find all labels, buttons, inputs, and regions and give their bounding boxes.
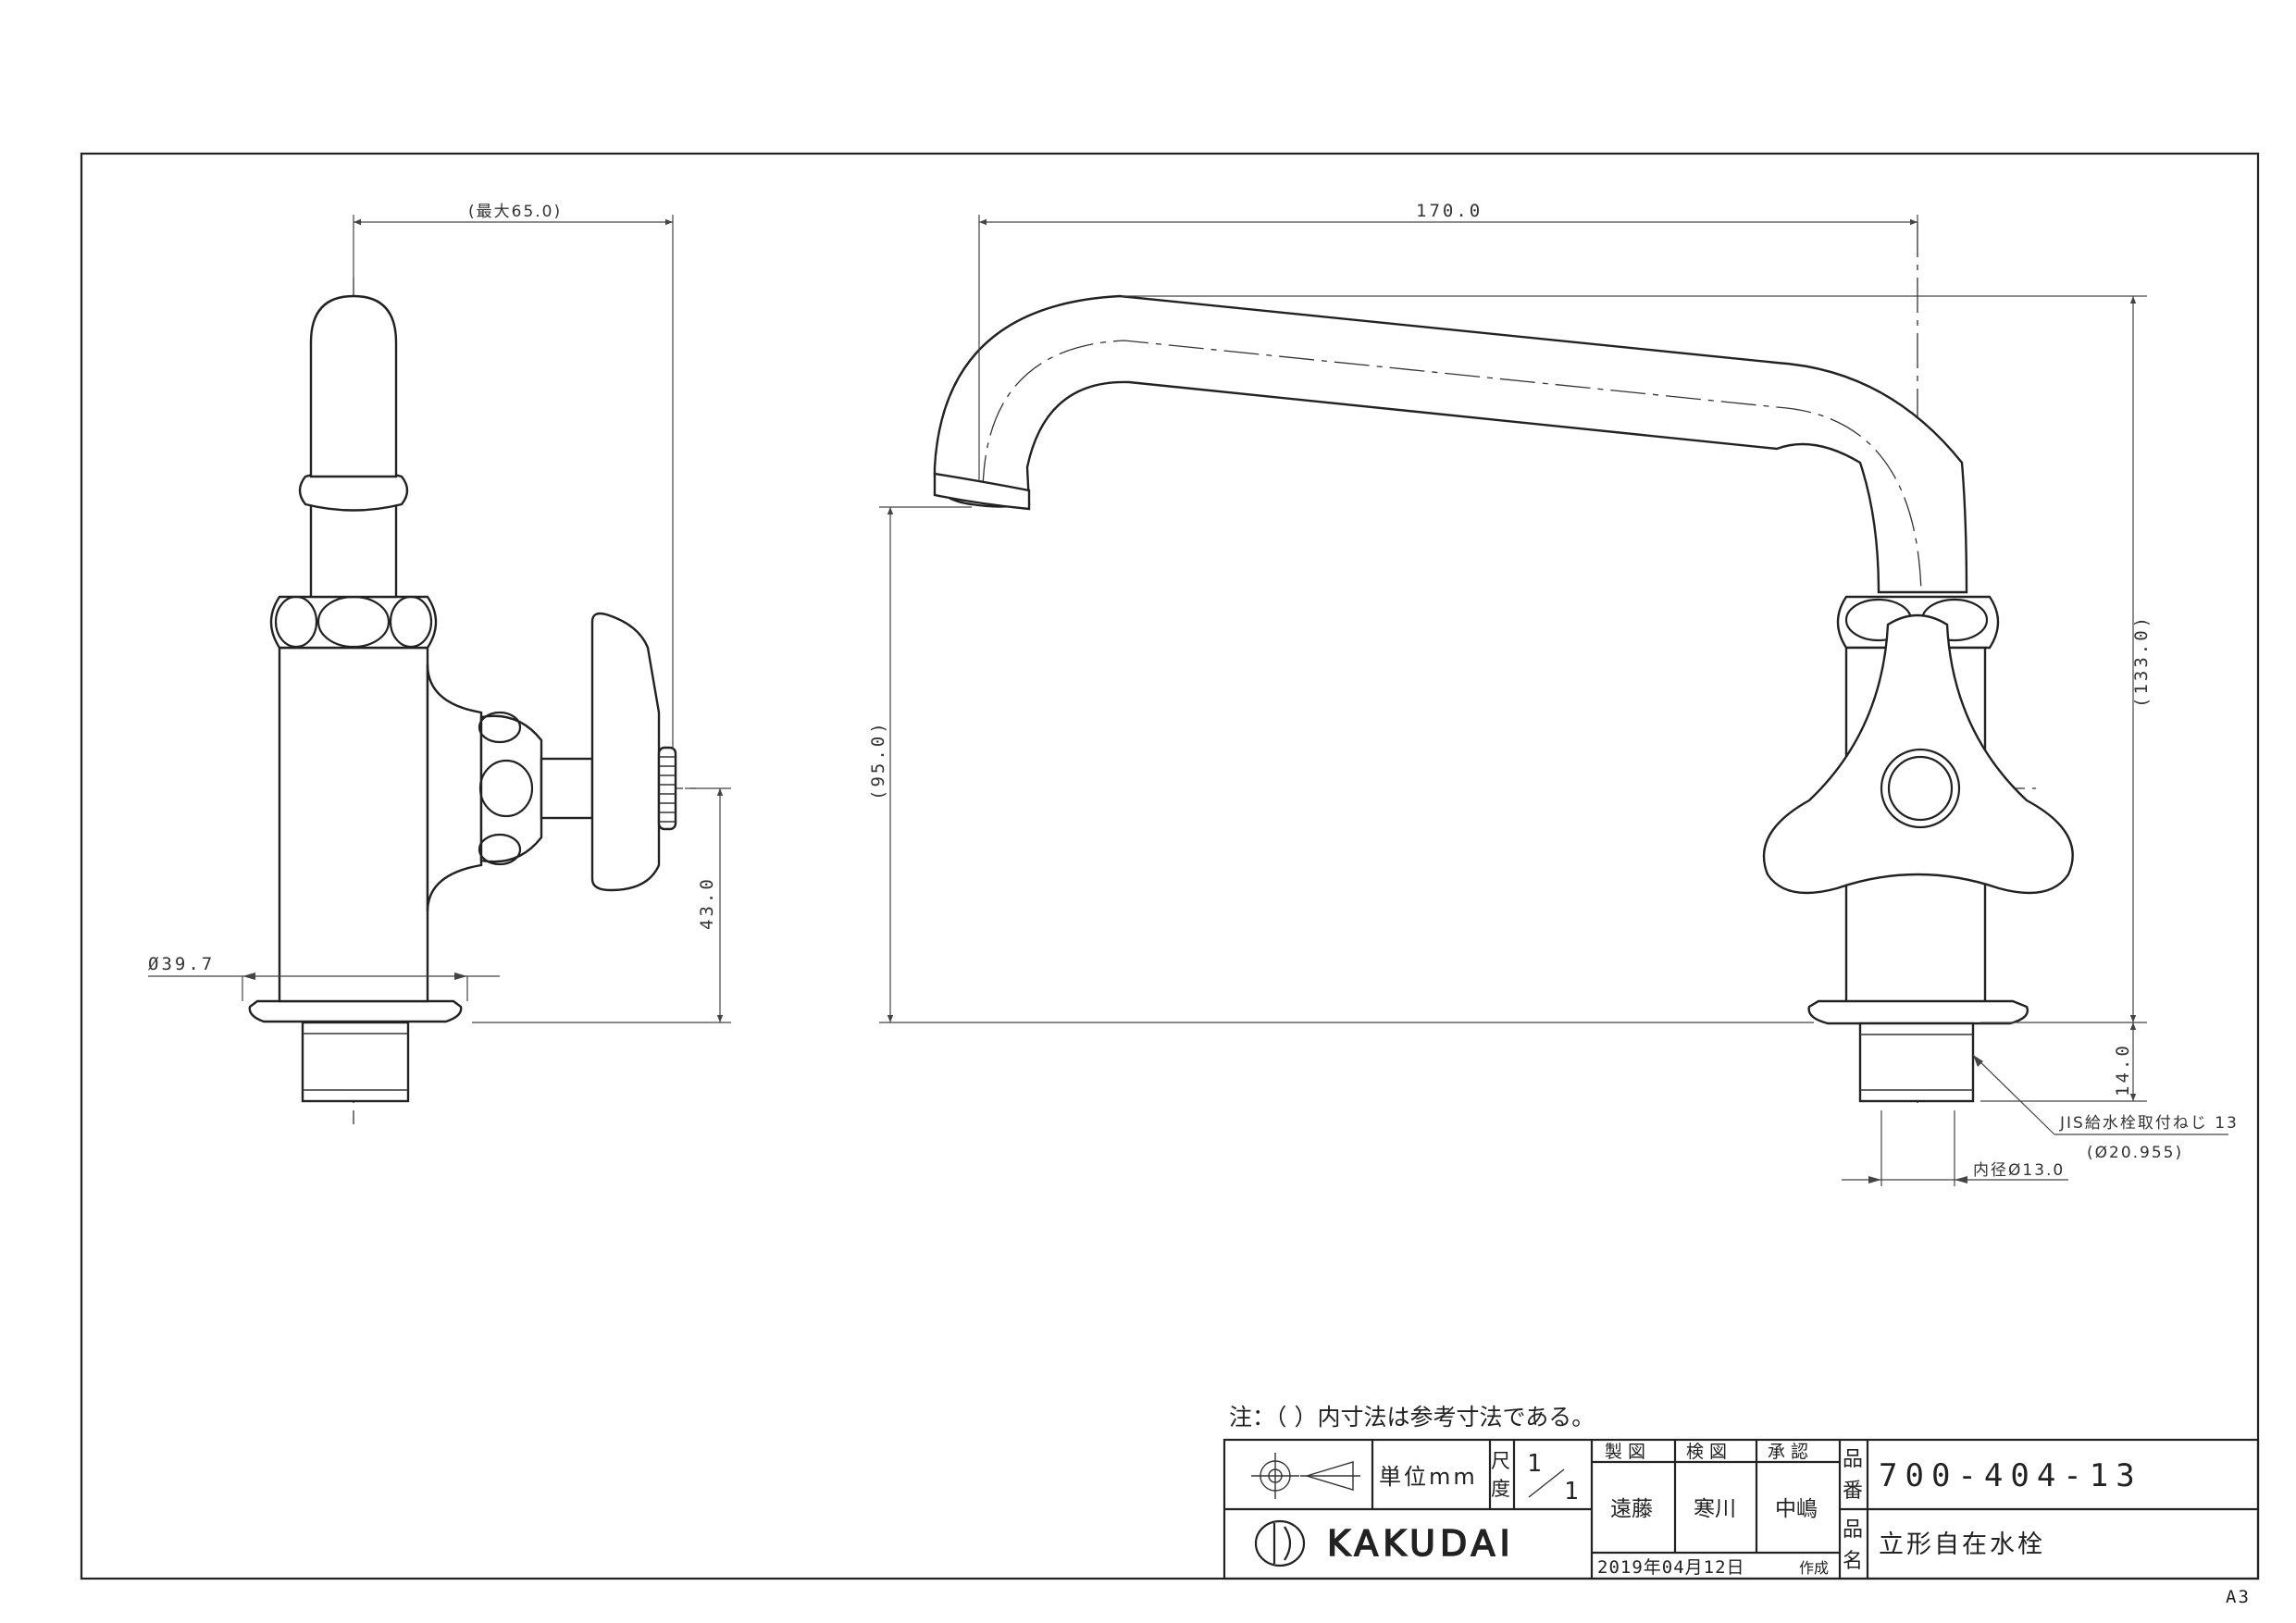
date-suffix: 作成 [1799, 1559, 1829, 1577]
reference-note: 注：（ ）内寸法は参考寸法である。 [1229, 1404, 1595, 1431]
product-name: 立形自在水栓 [1879, 1530, 2045, 1559]
dim-total-height: (133.0) [2131, 614, 2152, 708]
scale-numerator: 1 [1527, 1450, 1542, 1478]
part-no-label-top: 品 [1843, 1448, 1863, 1471]
dim-base-diameter: Ø39.7 [148, 954, 215, 974]
dim-spout-length: 170.0 [1416, 201, 1483, 221]
thread-spec-label: JIS給水栓取付ねじ 13 [2059, 1114, 2239, 1133]
part-number: 700-404-13 [1879, 1457, 2142, 1494]
name-label-top: 品 [1843, 1518, 1863, 1542]
drawn-by: 遠藤 [1610, 1497, 1653, 1521]
brand-name: KAKUDAI [1327, 1523, 1515, 1564]
thread-diameter-label: (Ø20.955) [2087, 1144, 2183, 1162]
scale-denominator: 1 [1564, 1478, 1579, 1505]
third-angle-projection-icon [1251, 1453, 1360, 1499]
drawing-frame [80, 152, 2260, 1580]
kakudai-logo-icon [1254, 1519, 1306, 1567]
dim-handle-height: 43.0 [697, 876, 717, 930]
scale-label-top: 尺 [1491, 1450, 1510, 1472]
title-block: 注：（ ）内寸法は参考寸法である。 単位mm 尺 度 1 1 [1222, 1404, 2260, 1580]
part-no-label-bottom: 番 [1843, 1480, 1863, 1503]
dim-spout-height: (95.0) [868, 720, 888, 800]
drawing-date: 2019年04月12日 [1597, 1557, 1745, 1578]
side-view: (最大65.0) 43.0 Ø39.7 [148, 203, 731, 1124]
approved-by: 中嶋 [1775, 1497, 1818, 1521]
inner-diameter-label: 内径Ø13.0 [1973, 1161, 2065, 1180]
scale-label-bottom: 度 [1491, 1478, 1510, 1500]
front-view: 170.0 (133.0) (95.0) 14.0 JIS給水栓取付ねじ 13 … [868, 201, 2239, 1186]
unit-label: 単位mm [1379, 1464, 1478, 1490]
checked-by: 寒川 [1694, 1497, 1736, 1521]
sheet-size: A3 [2226, 1587, 2251, 1607]
drawn-label: 製 図 [1605, 1442, 1645, 1462]
dim-thread-length: 14.0 [2113, 1043, 2133, 1096]
dim-max-width: (最大65.0) [468, 203, 562, 221]
approved-label: 承 認 [1768, 1442, 1808, 1462]
checked-label: 検 図 [1686, 1442, 1727, 1462]
name-label-bottom: 名 [1843, 1550, 1863, 1573]
